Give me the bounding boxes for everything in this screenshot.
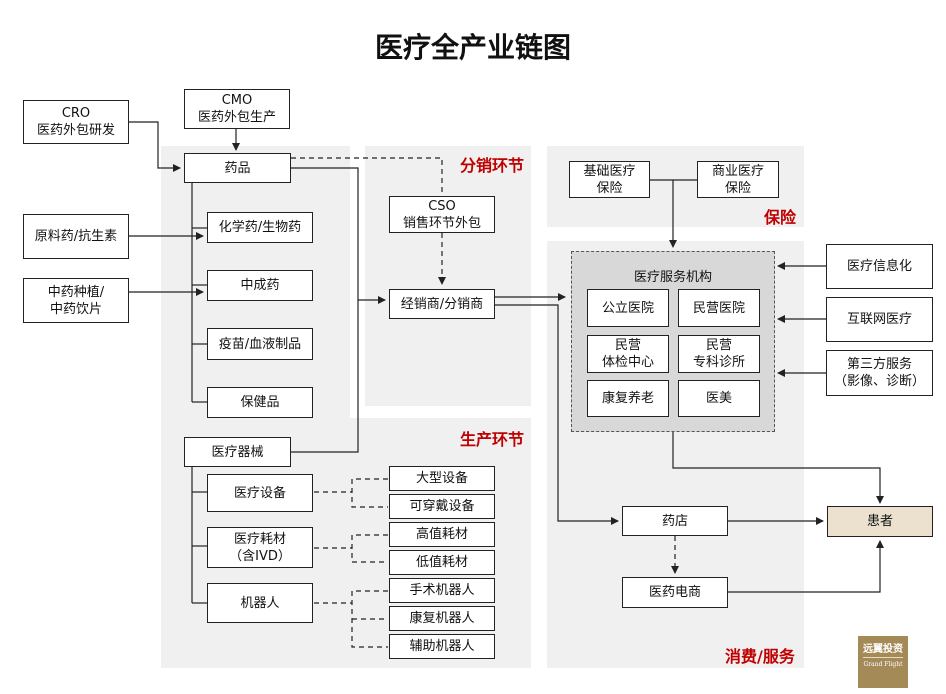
rehab-robot-box: 康复机器人 bbox=[389, 606, 495, 631]
cso-box: CSO 销售环节外包 bbox=[389, 196, 495, 233]
device-to-bus-line bbox=[291, 300, 359, 453]
large-equipment-box: 大型设备 bbox=[389, 466, 495, 491]
basic-insurance-box: 基础医疗 保险 bbox=[569, 161, 650, 198]
logo-en-text: Grand Flight bbox=[863, 661, 903, 668]
medical-device-box: 医疗器械 bbox=[184, 437, 291, 467]
consum-sub-line bbox=[351, 534, 388, 563]
drugs-to-dealer-line bbox=[291, 167, 386, 304]
company-logo: 远翼投资 Grand Flight bbox=[858, 636, 908, 688]
consumption-label: 消费/服务 bbox=[725, 647, 795, 666]
health-product-box: 保健品 bbox=[207, 387, 313, 418]
cro-box: CRO 医药外包研发 bbox=[23, 100, 129, 144]
region-divider bbox=[365, 406, 531, 418]
raw-material-box: 原料药/抗生素 bbox=[23, 214, 129, 259]
chinese-patent-medicine-box: 中成药 bbox=[207, 270, 313, 301]
distribution-label: 分销环节 bbox=[460, 156, 525, 175]
medical-consumables-box: 医疗耗材 （含IVD） bbox=[207, 527, 313, 568]
page-title: 医疗全产业链图 bbox=[374, 31, 571, 64]
vaccine-blood-box: 疫苗/血液制品 bbox=[207, 328, 313, 360]
medical-equipment-box: 医疗设备 bbox=[207, 474, 313, 512]
auxiliary-robot-box: 辅助机器人 bbox=[389, 634, 495, 659]
patient-box: 患者 bbox=[827, 506, 933, 537]
specialty-clinic-box: 民营 专科诊所 bbox=[678, 335, 760, 373]
cmo-box: CMO 医药外包生产 bbox=[184, 89, 290, 129]
equip-sub-line bbox=[351, 478, 388, 508]
dealer-to-pharmacy-line bbox=[495, 304, 619, 525]
e-commerce-box: 医药电商 bbox=[622, 577, 728, 608]
ecommerce-to-patient-line bbox=[728, 540, 884, 593]
surgical-robot-box: 手术机器人 bbox=[389, 578, 495, 603]
distribution-region bbox=[365, 146, 531, 406]
medical-beauty-box: 医美 bbox=[678, 380, 760, 417]
commercial-insurance-box: 商业医疗 保险 bbox=[697, 161, 779, 198]
drugs-box: 药品 bbox=[184, 153, 291, 183]
public-hospital-box: 公立医院 bbox=[587, 289, 669, 327]
chem-bio-drug-box: 化学药/生物药 bbox=[207, 212, 313, 243]
low-value-consumables-box: 低值耗材 bbox=[389, 550, 495, 575]
rehab-elderly-care-box: 康复养老 bbox=[587, 380, 669, 417]
logo-cn-text: 远翼投资 bbox=[863, 640, 903, 658]
medical-it-box: 医疗信息化 bbox=[826, 244, 933, 289]
checkup-center-box: 民营 体检中心 bbox=[587, 335, 669, 373]
production-label: 生产环节 bbox=[460, 430, 525, 449]
pharmacy-box: 药店 bbox=[622, 506, 728, 536]
private-hospital-box: 民营医院 bbox=[678, 289, 760, 327]
drugs-to-cso-line bbox=[291, 157, 443, 196]
robot-box: 机器人 bbox=[207, 583, 313, 623]
cro-to-drugs-line bbox=[128, 121, 181, 172]
service-to-patient-line bbox=[672, 432, 884, 504]
dealer-box: 经销商/分销商 bbox=[389, 289, 495, 319]
service-org-title: 医疗服务机构 bbox=[633, 270, 712, 285]
high-value-consumables-box: 高值耗材 bbox=[389, 522, 495, 547]
wearable-device-box: 可穿戴设备 bbox=[389, 494, 495, 519]
tcm-plant-box: 中药种植/ 中药饮片 bbox=[23, 278, 129, 323]
internet-medical-box: 互联网医疗 bbox=[826, 297, 933, 342]
insurance-label: 保险 bbox=[764, 208, 797, 227]
third-party-service-box: 第三方服务 （影像、诊断） bbox=[826, 350, 933, 396]
